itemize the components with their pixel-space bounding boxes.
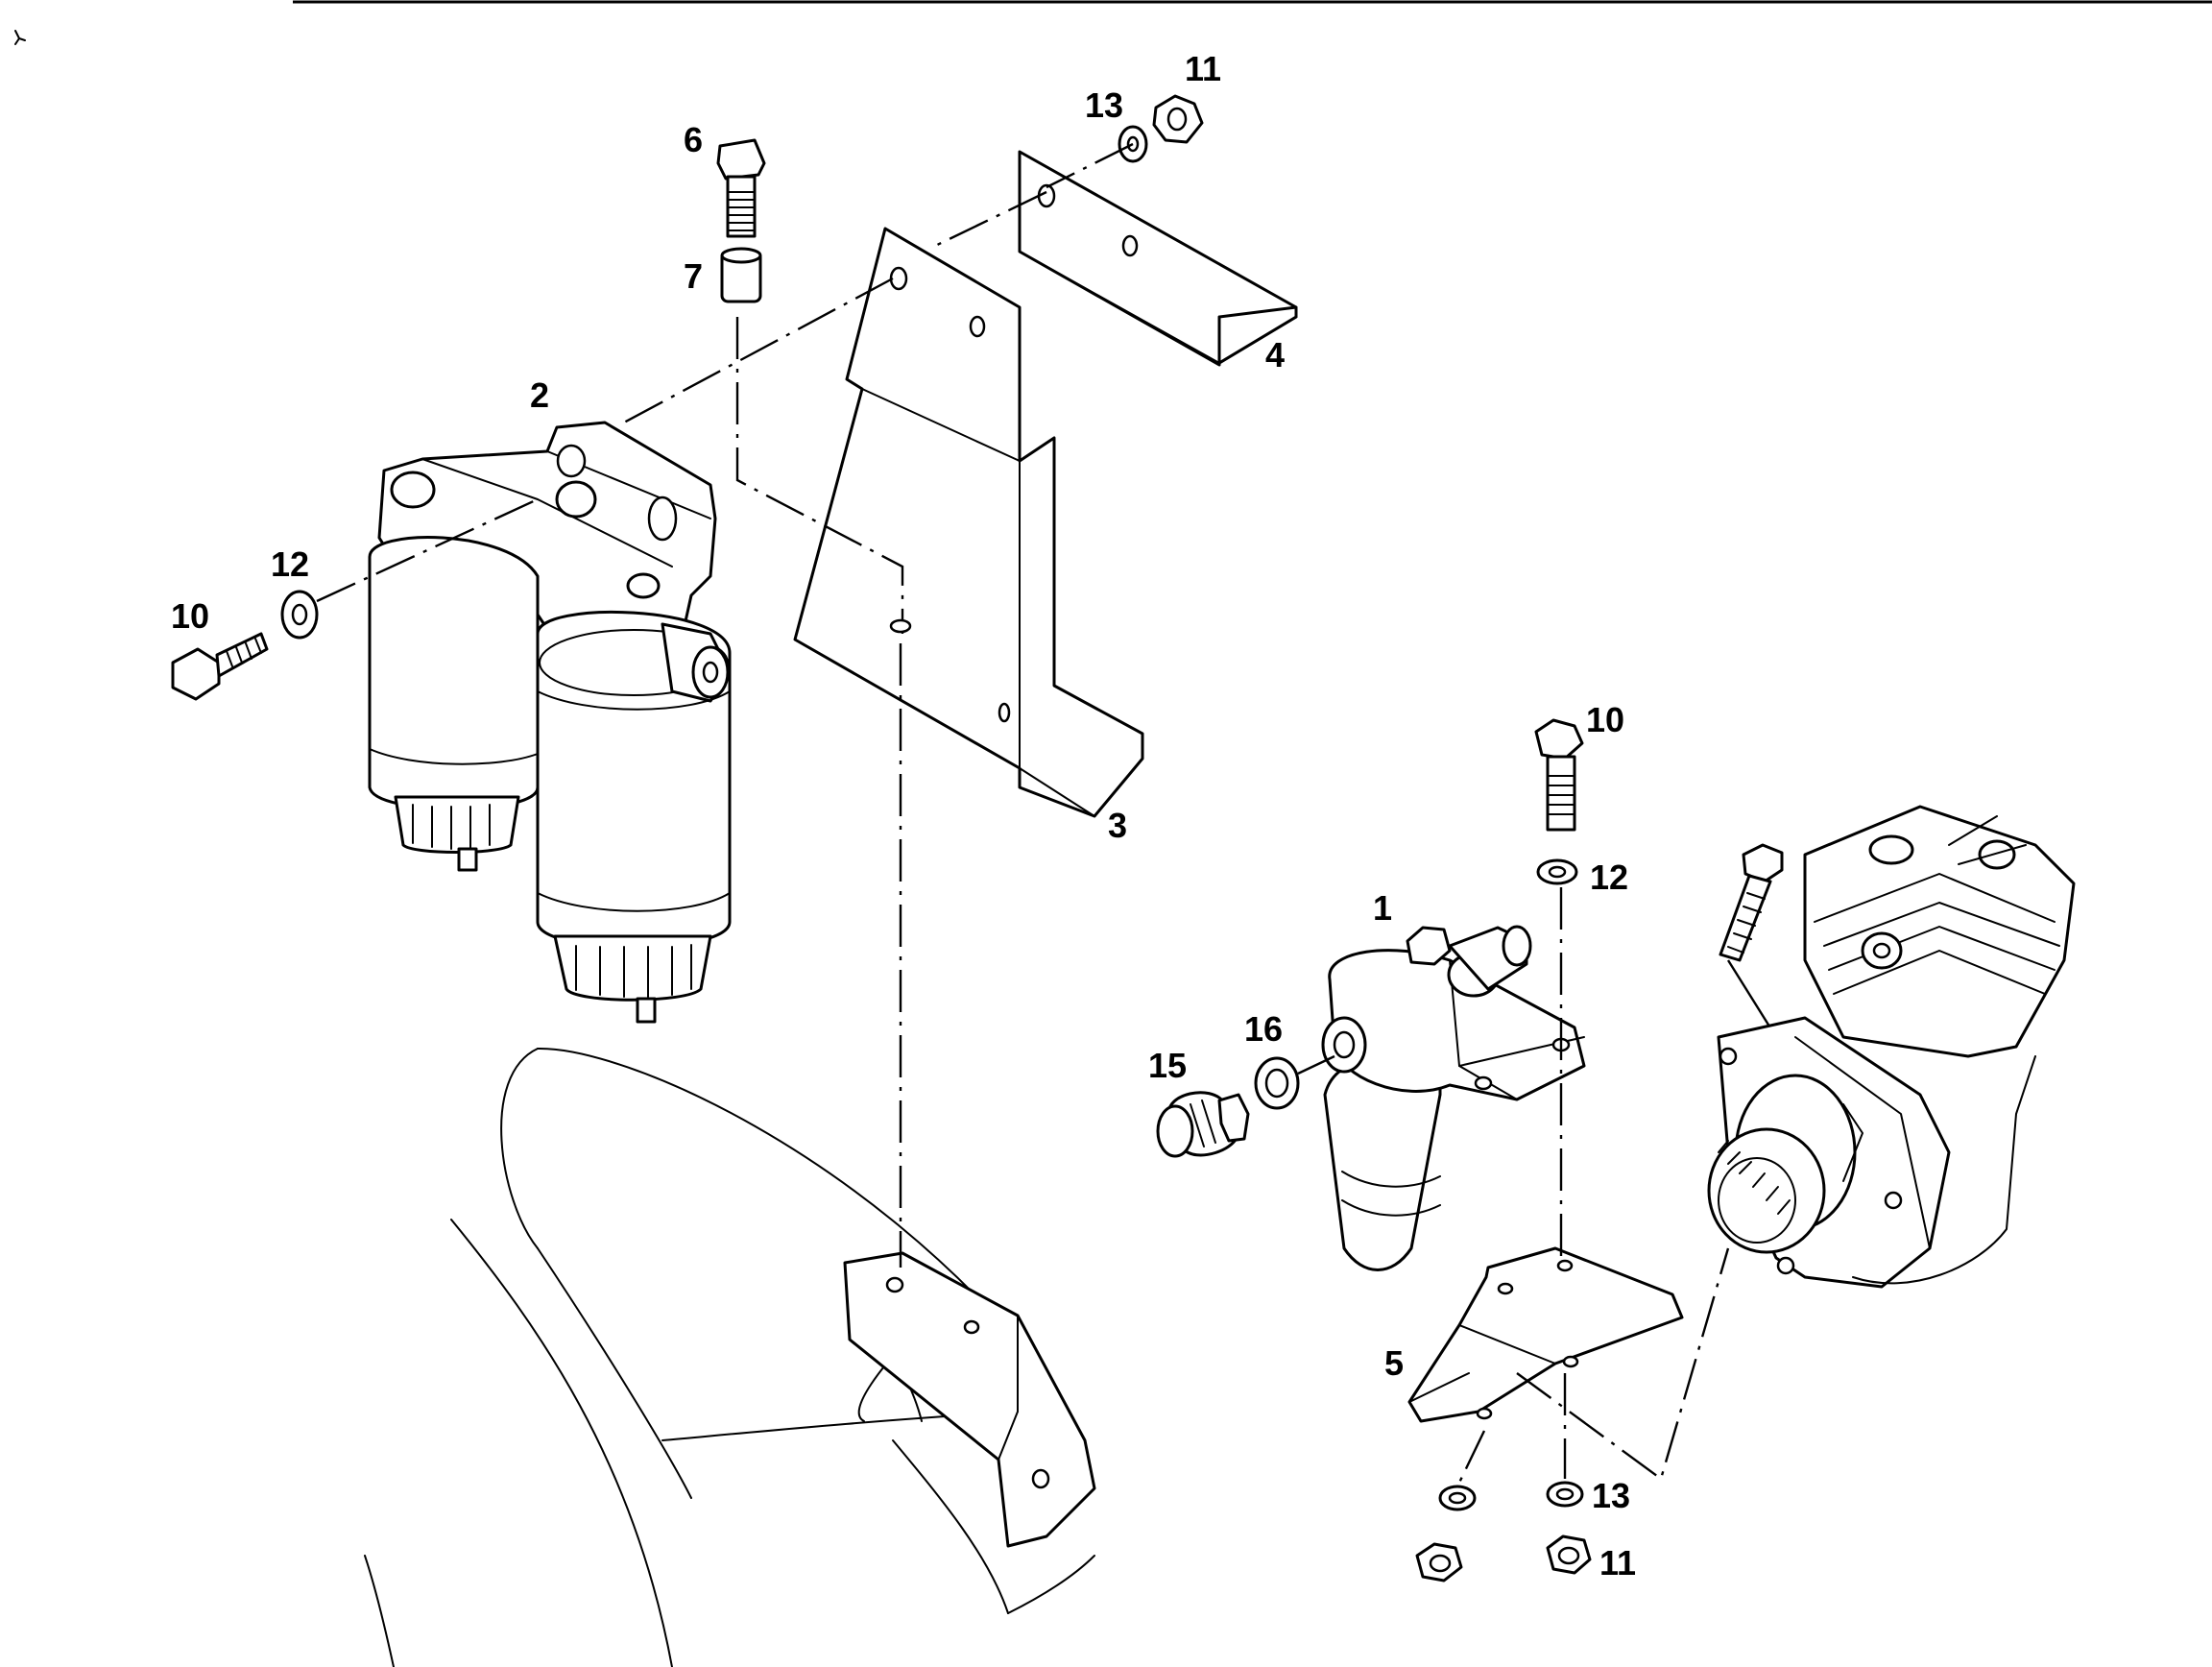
- callout-part-12-right: 12: [1590, 858, 1628, 897]
- nut-part-11-top: [1152, 94, 1204, 144]
- hole-marker: [889, 618, 912, 634]
- callout-part-10-left: 10: [171, 596, 209, 636]
- spacer-part-7: [720, 247, 762, 303]
- callout-part-12-left: 12: [271, 544, 309, 584]
- callout-part-13-top: 13: [1085, 85, 1123, 125]
- callout-part-15: 15: [1148, 1046, 1187, 1085]
- bolt-part-10-left: [171, 632, 269, 701]
- callout-part-11-top: 11: [1185, 49, 1221, 88]
- callout-part-6: 6: [684, 120, 703, 159]
- washer-part-12-left: [280, 590, 319, 640]
- leader-line: [623, 277, 894, 424]
- nut-lower-left: [1415, 1542, 1463, 1582]
- leader-line: [316, 497, 539, 603]
- air-compressor: [1707, 805, 2076, 1289]
- leader-line: [1516, 1247, 1730, 1481]
- leader-line: [1297, 1054, 1335, 1075]
- pipe-flange-block: [843, 1251, 1096, 1548]
- double-fuel-filter-part-2: [368, 421, 732, 1024]
- leader-line: [1726, 959, 1778, 1038]
- callout-part-10-right: 10: [1586, 700, 1624, 739]
- leader-line: [1457, 1430, 1486, 1484]
- bolt-part-6: [716, 138, 766, 238]
- callout-part-3: 3: [1108, 806, 1127, 845]
- callout-part-5: 5: [1384, 1343, 1404, 1383]
- pipe-outline: [364, 1047, 1095, 1667]
- callout-part-13-bottom: 13: [1592, 1476, 1630, 1515]
- callout-part-11-bottom: 11: [1599, 1543, 1636, 1582]
- washer-part-12-right: [1536, 858, 1578, 885]
- nut-part-11-bottom: [1546, 1534, 1592, 1575]
- bolt-part-10-right: [1534, 718, 1584, 832]
- mounting-bracket-part-3: [793, 227, 1144, 818]
- callout-part-16: 16: [1244, 1009, 1283, 1049]
- compressor-bolt: [1719, 843, 1784, 962]
- angle-bracket-part-4: [1018, 150, 1298, 367]
- washer-lower-left: [1438, 1485, 1477, 1511]
- inline-filter-part-1: [1321, 925, 1586, 1271]
- callout-part-4: 4: [1265, 335, 1285, 374]
- fitting-part-15: [1156, 1091, 1250, 1158]
- callout-part-2: 2: [530, 375, 549, 415]
- callout-part-1: 1: [1373, 888, 1392, 928]
- corner-mark: [14, 30, 26, 45]
- sealing-ring-part-16: [1254, 1056, 1300, 1110]
- leader-line: [735, 317, 904, 634]
- leader-line: [1046, 142, 1134, 189]
- callout-part-7: 7: [684, 256, 703, 296]
- support-plate-part-5: [1407, 1246, 1684, 1423]
- washer-part-13-bottom: [1546, 1481, 1584, 1508]
- leader-line: [930, 190, 1047, 250]
